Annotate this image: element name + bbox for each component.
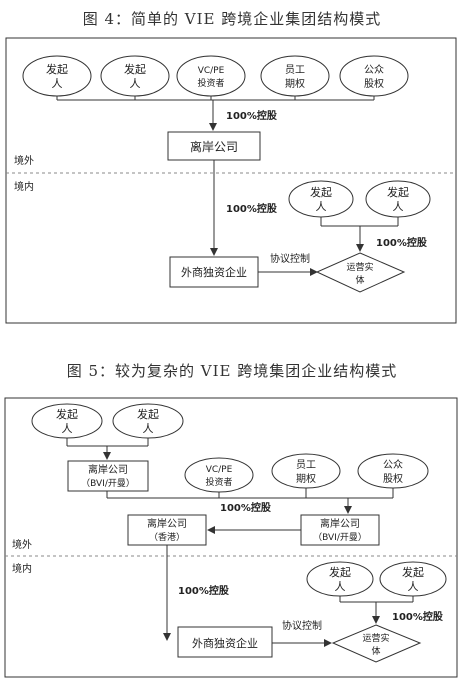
figure-5-text: 发起 人 发起 人 离岸公司 （BVI/开曼） VC/PE 投资者 员工 期权 … (12, 407, 444, 657)
fig4-founder-node-2 (100, 55, 170, 97)
fig5-opco-line1: 运营实 (362, 632, 389, 644)
fig5-zone-inside: 境内 (12, 562, 32, 575)
fig4-node-1-line1: 发起 (46, 62, 68, 76)
fig5-public-line1: 公众 (383, 459, 403, 471)
fig4-label-100-right: 100%控股 (376, 236, 428, 249)
fig4-node-2-line1: 发起 (124, 62, 146, 76)
fig4-node-4-line1: 员工 (285, 64, 305, 76)
figure-4-frame (5, 37, 457, 324)
fig5-wfoe-box (177, 626, 273, 658)
fig5-bvi-left-line1: 离岸公司 (88, 463, 128, 476)
fig5-founder-2-line2: 人 (143, 422, 154, 435)
figure-4-text: 发起 人 发起 人 VC/PE 投资者 员工 期权 公众 股权 100%控股 离… (14, 62, 428, 286)
fig5-bvi-left-box (67, 460, 149, 492)
fig5-bvi-right-line1: 离岸公司 (320, 517, 360, 530)
fig4-node-3-line1: VC/PE (198, 66, 225, 76)
fig4-domestic-founder-2-line1: 发起 (387, 185, 409, 199)
fig4-domestic-founder-1-line2: 人 (316, 200, 327, 213)
fig5-hk-line2: （香港） (149, 531, 185, 543)
fig5-employee-line1: 员工 (296, 459, 316, 471)
figure-4-title: 图 4：简单的 VIE 跨境企业集团结构模式 (82, 10, 382, 28)
fig4-offshore-company-label: 离岸公司 (190, 139, 238, 154)
fig4-opco-diamond (315, 252, 406, 293)
figure-5 (4, 397, 458, 678)
fig5-employee-line2: 期权 (296, 472, 316, 485)
fig4-node-1-line2: 人 (52, 77, 63, 90)
fig5-domestic-founder-1-line2: 人 (335, 580, 346, 593)
figure-4 (5, 37, 457, 324)
fig5-vcpe-line2: 投资者 (205, 476, 232, 488)
fig5-vcpe-line1: VC/PE (206, 465, 233, 475)
fig4-node-4-line2: 期权 (285, 77, 305, 90)
fig5-zone-outside: 境外 (12, 538, 32, 551)
fig5-wfoe-label: 外商独资企业 (192, 636, 258, 650)
fig5-founder-1-line2: 人 (62, 422, 73, 435)
fig4-employee-option-node (260, 55, 330, 97)
fig4-domestic-founder-2-line2: 人 (393, 200, 404, 213)
fig5-opco-line2: 体 (371, 645, 380, 657)
fig5-founder-1-line1: 发起 (56, 407, 78, 421)
figure-5-frame (4, 397, 458, 678)
fig4-domestic-founder-1-line1: 发起 (310, 185, 332, 199)
fig5-domestic-founder-2-line1: 发起 (402, 565, 424, 579)
fig5-label-100-top: 100%控股 (220, 501, 272, 514)
fig4-node-2-line2: 人 (130, 77, 141, 90)
fig4-opco-line1: 运营实 (346, 261, 373, 273)
fig4-zone-inside: 境内 (14, 180, 34, 193)
fig4-opco-line2: 体 (355, 274, 364, 286)
fig5-bvi-right-line2: （BVI/开曼） (313, 532, 367, 543)
fig5-opco-diamond (331, 624, 422, 663)
fig4-vcpe-node (176, 55, 246, 97)
fig4-node-5-line2: 股权 (364, 77, 384, 90)
fig4-zone-outside: 境外 (14, 154, 34, 167)
fig4-label-100-mid: 100%控股 (226, 202, 278, 215)
fig5-bvi-left-line2: （BVI/开曼） (81, 478, 135, 489)
fig5-label-100-right: 100%控股 (392, 610, 444, 623)
fig5-domestic-founder-1-line1: 发起 (329, 565, 351, 579)
fig4-public-equity-node (339, 55, 409, 97)
fig4-label-100-top: 100%控股 (226, 109, 278, 122)
fig4-wfoe-label: 外商独资企业 (181, 265, 247, 279)
fig4-agreement-label: 协议控制 (270, 252, 310, 265)
fig4-founder-node-1 (22, 55, 92, 97)
fig5-founder-2-line1: 发起 (137, 407, 159, 421)
fig5-domestic-founder-2-line2: 人 (408, 580, 419, 593)
fig4-node-5-line1: 公众 (364, 64, 384, 76)
figure-5-title: 图 5：较为复杂的 VIE 跨境集团企业结构模式 (66, 362, 398, 380)
fig5-agreement-label: 协议控制 (282, 619, 322, 632)
fig5-label-100-mid: 100%控股 (178, 584, 230, 597)
fig5-public-line2: 股权 (383, 472, 403, 485)
fig4-node-3-line2: 投资者 (197, 77, 224, 89)
fig5-hk-line1: 离岸公司 (147, 517, 187, 530)
